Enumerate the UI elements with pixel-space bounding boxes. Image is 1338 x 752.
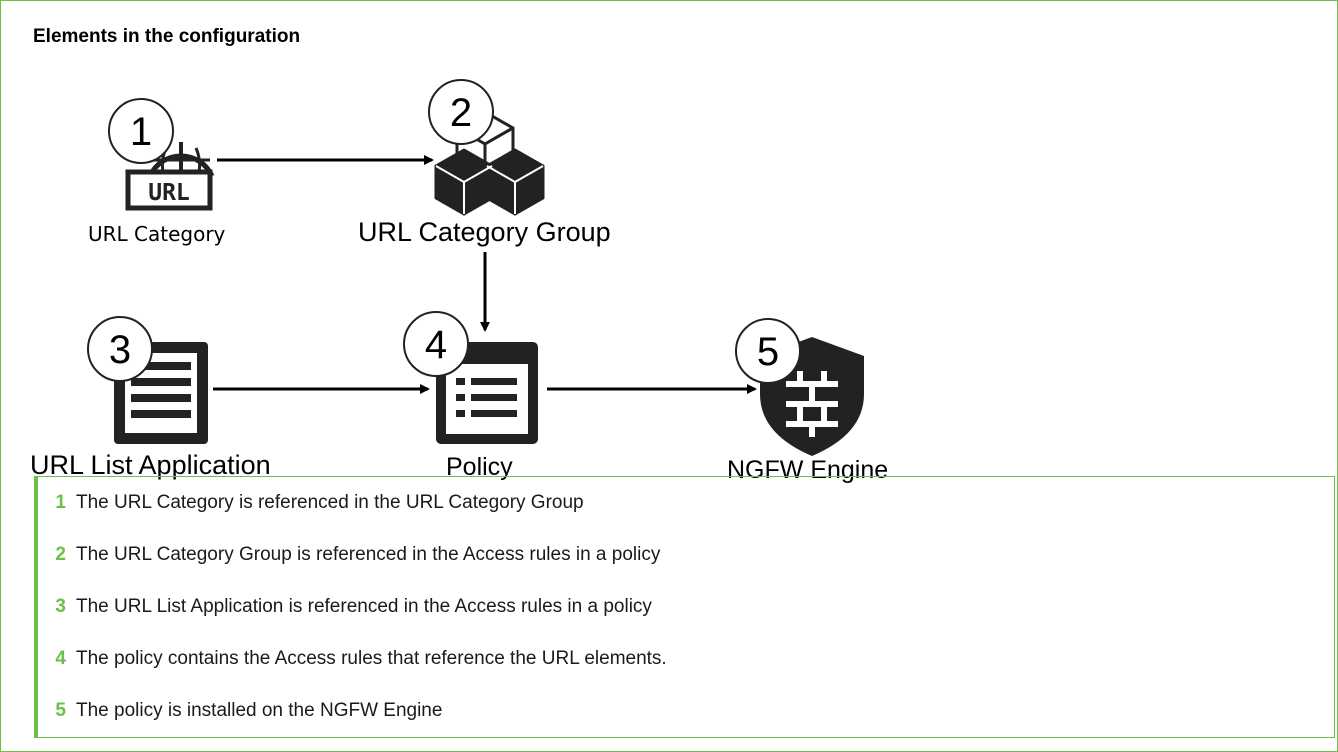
node-label-url-list-application: URL List Application (30, 450, 271, 480)
note-number: 5 (55, 700, 66, 721)
note-text: The URL Category is referenced in the UR… (76, 492, 584, 513)
note-number: 2 (55, 544, 66, 565)
url-category-icon: URL (125, 142, 215, 211)
notes-list: 1 The URL Category is referenced in the … (34, 476, 1335, 738)
url-icon-text: URL (148, 180, 190, 206)
note-item: 5 The policy is installed on the NGFW En… (34, 685, 1334, 737)
policy-window-icon (436, 342, 538, 444)
node-badge: 1 (108, 98, 174, 164)
note-item: 1 The URL Category is referenced in the … (34, 477, 1334, 529)
note-number: 1 (55, 492, 66, 513)
note-item: 4 The policy contains the Access rules t… (34, 633, 1334, 685)
svg-text:2: 2 (450, 91, 472, 135)
note-text: The URL List Application is referenced i… (76, 596, 652, 617)
svg-text:4: 4 (425, 323, 447, 367)
note-text: The URL Category Group is referenced in … (76, 544, 661, 565)
node-label-url-category-group: URL Category Group (358, 217, 611, 247)
node-badge: 4 (403, 311, 469, 377)
svg-text:1: 1 (130, 110, 152, 154)
node-badge: 5 (735, 318, 801, 384)
note-item: 2 The URL Category Group is referenced i… (34, 529, 1334, 581)
svg-text:3: 3 (109, 328, 131, 372)
note-text: The policy is installed on the NGFW Engi… (76, 700, 443, 721)
node-label-ngfw-engine: NGFW Engine (727, 456, 889, 484)
svg-text:5: 5 (757, 330, 779, 374)
note-text: The policy contains the Access rules tha… (76, 648, 667, 669)
note-item: 3 The URL List Application is referenced… (34, 581, 1334, 633)
node-badge: 3 (87, 316, 153, 382)
page-title: Elements in the configuration (33, 26, 301, 47)
note-number: 4 (55, 648, 66, 669)
node-badge: 2 (428, 79, 494, 145)
note-number: 3 (55, 596, 66, 617)
node-label-url-category: URL Category (88, 222, 226, 246)
